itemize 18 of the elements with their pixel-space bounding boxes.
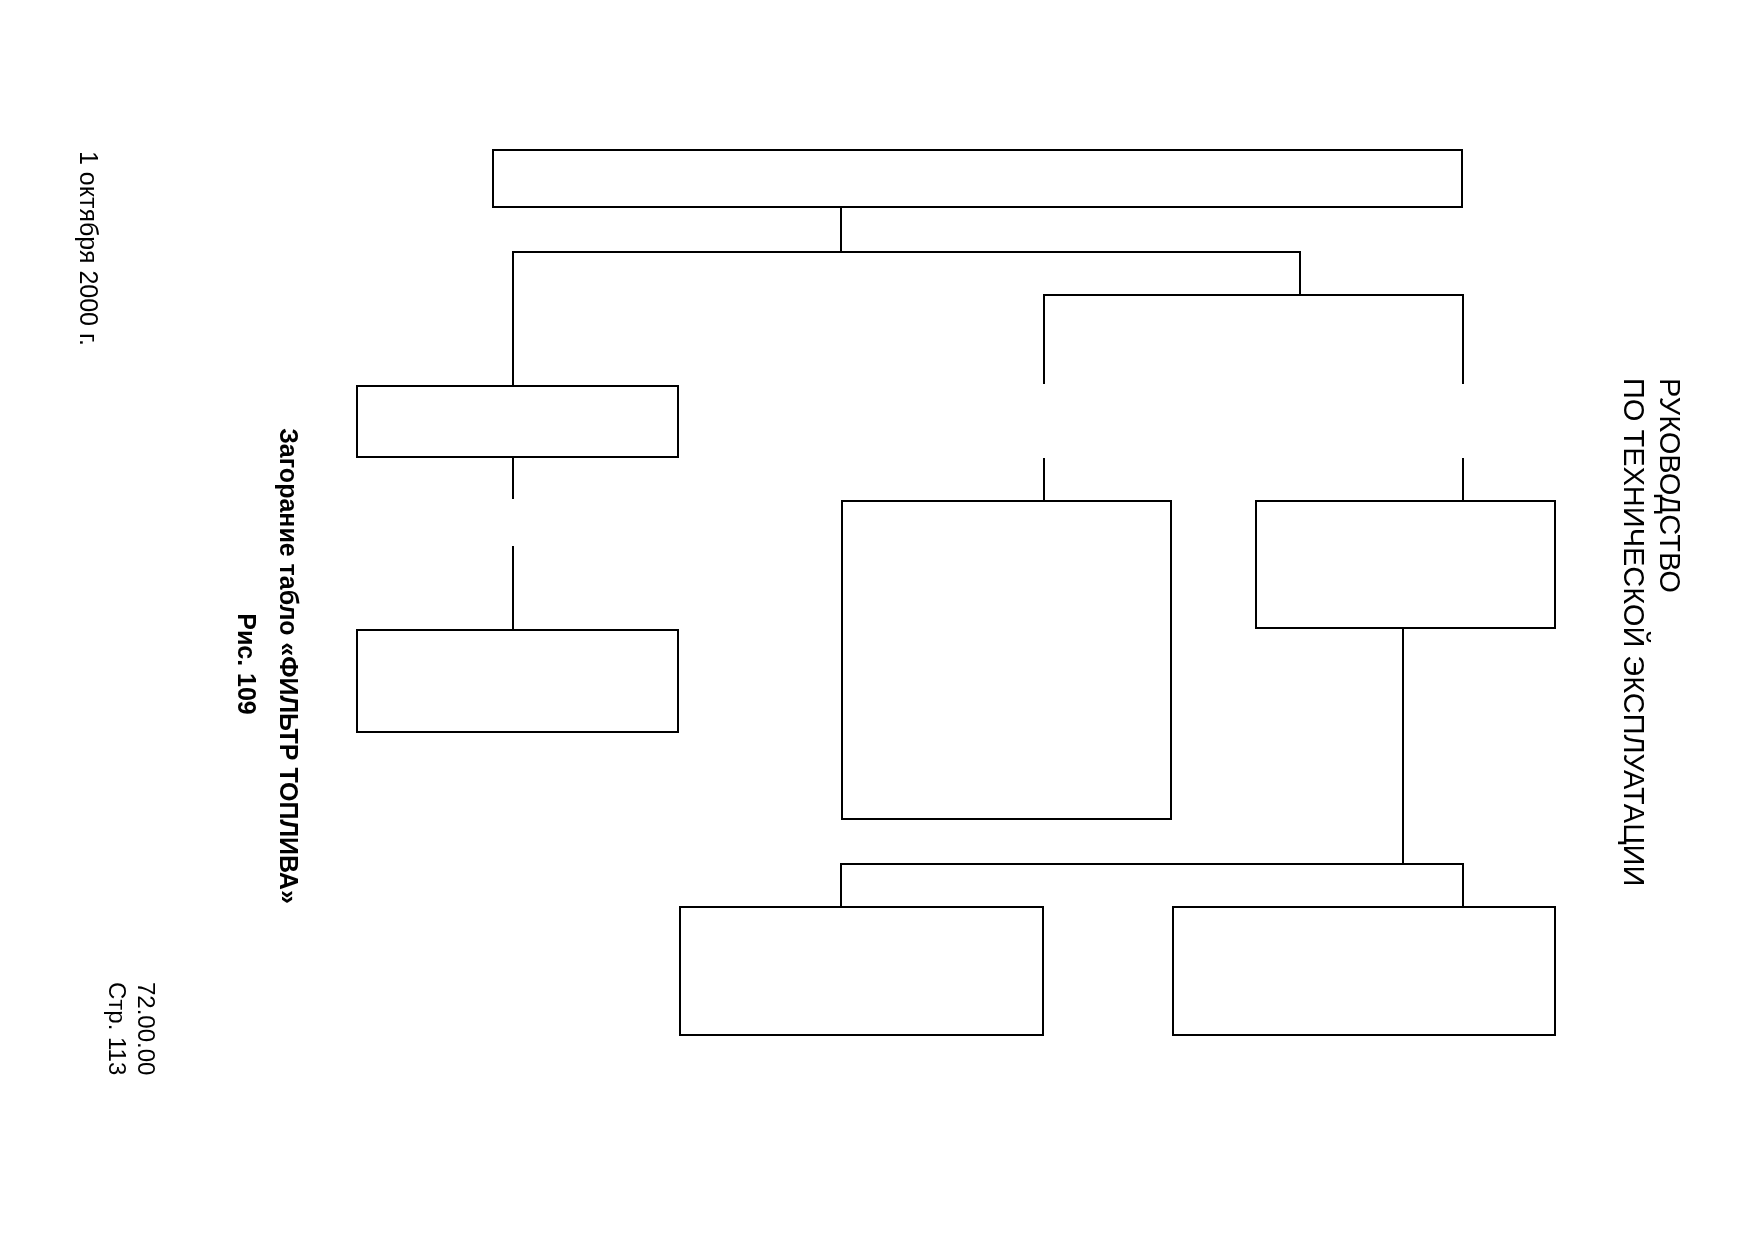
- date-text: 1 октября 2000 г.: [75, 151, 103, 346]
- flowchart-box: [356, 629, 679, 733]
- figure-number: Рис. 109: [233, 613, 261, 715]
- connector-line: [512, 457, 514, 500]
- figure-caption: Загорание табло «ФИЛЬТР ТОПЛИВА»: [275, 428, 303, 904]
- flowchart-box: [356, 385, 679, 458]
- flowchart-box: [1172, 906, 1556, 1036]
- flowchart-box: [841, 500, 1172, 820]
- connector-line: [1043, 457, 1045, 501]
- flowchart-box: [492, 149, 1463, 208]
- connector-line: [512, 545, 514, 630]
- page-number: Стр. 113: [103, 982, 131, 1076]
- page-header: РУКОВОДСТВО ПО ТЕХНИЧЕСКОЙ ЭКСПЛУАТАЦИИ: [1617, 378, 1687, 887]
- connector-line: [1402, 628, 1464, 907]
- section-number: 72.00.00: [132, 982, 160, 1076]
- connector-line: [1462, 457, 1464, 501]
- flowchart-box: [679, 906, 1044, 1036]
- flowchart-box: [1255, 500, 1556, 629]
